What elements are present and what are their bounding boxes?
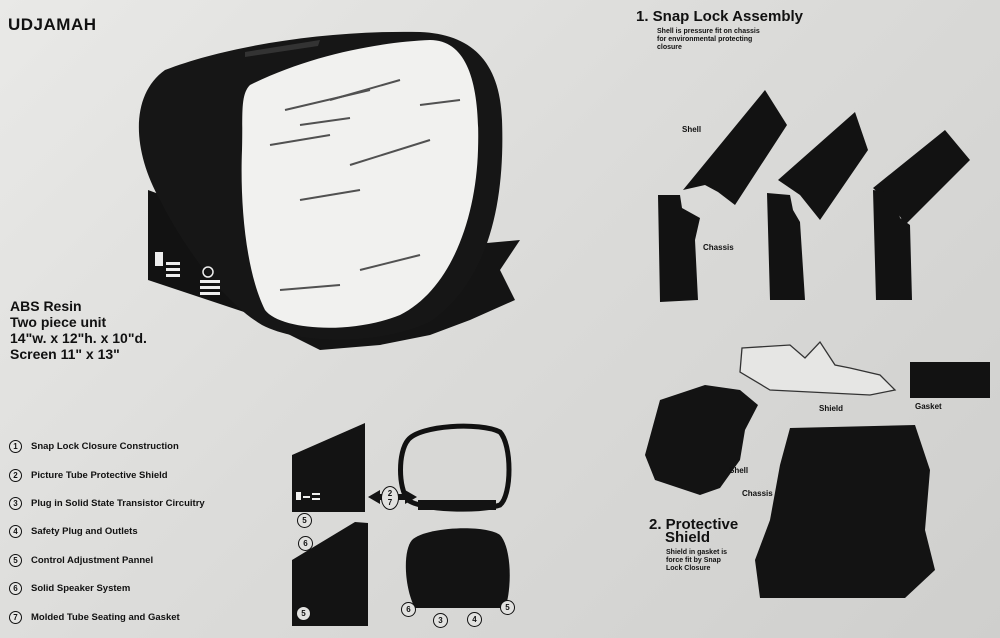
- label-gasket: Gasket: [915, 402, 942, 411]
- section-2-heading-2: Shield: [665, 529, 711, 546]
- front-view-base: [418, 500, 496, 510]
- legend-number: 2: [9, 469, 22, 482]
- spec-line-material: ABS Resin: [10, 298, 82, 314]
- legend-item: 7 Molded Tube Seating and Gasket: [9, 611, 180, 624]
- label-chassis-2: Chassis: [742, 489, 773, 498]
- arrow-mark: 2 7: [381, 486, 399, 510]
- view-mark: 5: [297, 513, 312, 528]
- legend-number: 1: [9, 440, 22, 453]
- view-mark: 5: [500, 600, 515, 615]
- section-2-heading: 2. Protective: [649, 516, 739, 533]
- legend-number: 6: [9, 582, 22, 595]
- snap-lock-pieces: [658, 90, 970, 302]
- label-shell: Shell: [682, 125, 702, 134]
- side-view-lower: [292, 522, 368, 626]
- section-1-note-line: closure: [657, 44, 682, 51]
- product-title: UDJAMAH: [8, 15, 97, 34]
- tv-main-illustration: [138, 31, 520, 350]
- front-view-screen: [398, 423, 512, 512]
- shell-piece-1: [683, 90, 787, 205]
- legend-number: 5: [9, 554, 22, 567]
- section-1-heading: 1. Snap Lock Assembly: [636, 8, 804, 25]
- section-2-note-line: force fit by Snap: [666, 557, 721, 564]
- shell-piece-3: [873, 130, 970, 225]
- legend-number: 7: [9, 611, 22, 624]
- section-2-note-line: Shield in gasket is: [666, 549, 728, 556]
- screen-reflections: [269, 79, 461, 291]
- gasket-block: [910, 362, 990, 398]
- legend-number: 4: [9, 525, 22, 538]
- shield-transparent: [739, 340, 897, 396]
- view-mark: 3: [433, 613, 448, 628]
- side-view-controls: [296, 492, 320, 500]
- shell-piece-2: [778, 112, 868, 220]
- legend-item: 2 Picture Tube Protective Shield: [9, 469, 168, 482]
- view-mark: 6: [401, 602, 416, 617]
- chassis-piece-3: [873, 190, 912, 300]
- legend-text: Snap Lock Closure Construction: [31, 441, 179, 452]
- orthographic-views: [292, 423, 512, 626]
- legend-text: Molded Tube Seating and Gasket: [31, 612, 180, 623]
- chassis-section: [755, 425, 935, 598]
- view-mark: 4: [467, 612, 482, 627]
- legend-item: 4 Safety Plug and Outlets: [9, 525, 138, 538]
- section-2-note-line: Lock Closure: [666, 565, 711, 572]
- legend-text: Safety Plug and Outlets: [31, 526, 138, 537]
- legend-item: 5 Control Adjustment Pannel: [9, 554, 153, 567]
- protective-shield-pieces: [645, 340, 990, 598]
- label-shield: Shield: [819, 404, 844, 413]
- side-view-upper: [292, 423, 365, 512]
- view-mark: 5: [296, 606, 311, 621]
- shell-section: [645, 385, 758, 495]
- arrow-mark-bottom: 7: [387, 498, 393, 507]
- legend-number: 3: [9, 497, 22, 510]
- view-mark: 6: [298, 536, 313, 551]
- control-panel: [155, 252, 220, 295]
- arrow-mark-top: 2: [387, 489, 393, 498]
- tv-top-slot: [245, 40, 320, 57]
- legend-item: 3 Plug in Solid State Transistor Circuitr…: [9, 497, 205, 510]
- spec-line-screen: Screen 11" x 13": [10, 346, 120, 362]
- legend-text: Control Adjustment Pannel: [31, 555, 154, 566]
- section-1-note-line: for environmental protecting: [657, 36, 753, 43]
- legend-text: Plug in Solid State Transistor Circuitry: [31, 498, 205, 509]
- legend-item: 1 Snap Lock Closure Construction: [9, 440, 179, 453]
- spec-line-construction: Two piece unit: [10, 314, 107, 330]
- spec-line-dimensions: 14"w. x 12"h. x 10"d.: [10, 330, 147, 346]
- section-1-note-line: Shell is pressure fit on chassis: [657, 28, 760, 35]
- legend-text: Picture Tube Protective Shield: [31, 470, 168, 481]
- legend-item: 6 Solid Speaker System: [9, 582, 130, 595]
- label-shell-2: Shell: [729, 466, 749, 475]
- chassis-piece-2: [767, 193, 805, 300]
- back-view: [405, 528, 510, 608]
- chassis-piece-1: [658, 195, 700, 302]
- label-chassis: Chassis: [703, 243, 734, 252]
- legend-text: Solid Speaker System: [31, 583, 131, 594]
